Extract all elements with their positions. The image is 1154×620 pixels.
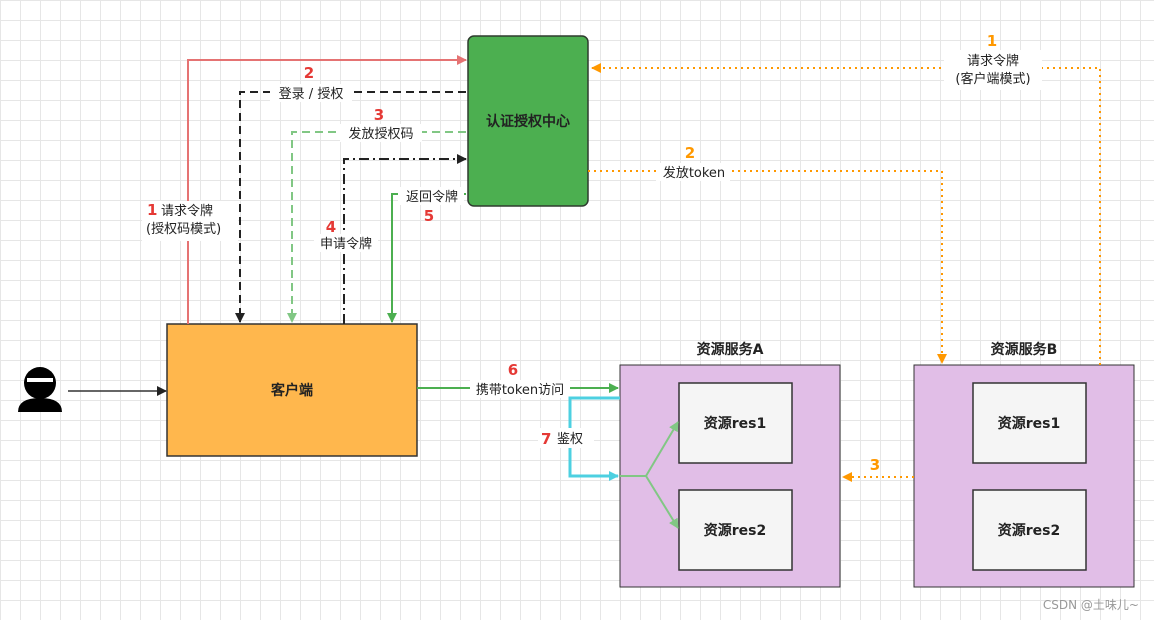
flow-7-label: 鉴权: [557, 431, 583, 447]
flow-2-label: 登录 / 授权: [279, 86, 344, 102]
service-a-res1-label: 资源res1: [704, 415, 766, 432]
flow-4-number: 4: [326, 218, 336, 236]
right-flow-1-label: 请求令牌: [967, 53, 1019, 69]
right-flow-2-label: 发放token: [663, 165, 725, 181]
client-title: 客户端: [270, 382, 313, 399]
service-b-title: 资源服务B: [991, 341, 1058, 358]
flow-1-mode: (授权码模式): [146, 221, 221, 237]
service-a-res2-label: 资源res2: [704, 522, 766, 539]
flow-1-number: 1: [147, 201, 157, 219]
right-flow-1-request-token-arrow: [591, 63, 1101, 365]
resource-service-b: 资源服务B 资源res1 资源res2: [913, 341, 1135, 588]
fanout-to-res1-arrow: [645, 421, 679, 477]
right-flow-1-mode: (客户端模式): [955, 71, 1030, 87]
service-a-res2-box: [678, 489, 793, 571]
flow-2-login-arrow: [235, 91, 466, 323]
flow-6-label: 携带token访问: [476, 382, 564, 398]
flow-6-number: 6: [508, 361, 518, 379]
flow-3-auth-code-arrow: [287, 131, 466, 323]
flow-3-number: 3: [374, 106, 384, 124]
flow-4-apply-token-arrow: [343, 154, 467, 324]
user-icon: [18, 367, 62, 412]
service-b-res2-box: [972, 489, 1087, 571]
flow-4-label: 申请令牌: [320, 236, 372, 252]
service-b-res2-label: 资源res2: [998, 522, 1060, 539]
service-a-title: 资源服务A: [697, 341, 764, 358]
flow-1-label: 请求令牌: [161, 203, 213, 219]
resource-service-a: 资源服务A 资源res1 资源res2: [619, 341, 841, 588]
service-a-res1-box: [678, 382, 793, 464]
auth-center-node: 认证授权中心: [467, 35, 589, 207]
right-flow-2-number: 2: [685, 144, 695, 162]
client-node: 客户端: [166, 323, 418, 457]
right-flow-2-issue-token-arrow: [588, 170, 947, 364]
service-b-res1-box: [972, 382, 1087, 464]
watermark: CSDN @土味儿~: [1043, 598, 1139, 612]
flow-3-label: 发放授权码: [348, 126, 413, 142]
flow-5-number: 5: [424, 207, 434, 225]
auth-center-title: 认证授权中心: [486, 113, 570, 130]
right-flow-1-number: 1: [987, 32, 997, 50]
right-flow-3-number: 3: [870, 456, 880, 474]
flow-5-label: 返回令牌: [406, 189, 458, 205]
service-b-res1-label: 资源res1: [998, 415, 1060, 432]
flow-7-number: 7: [541, 430, 551, 448]
flow-2-number: 2: [304, 64, 314, 82]
fanout-to-res2-arrow: [645, 475, 679, 529]
